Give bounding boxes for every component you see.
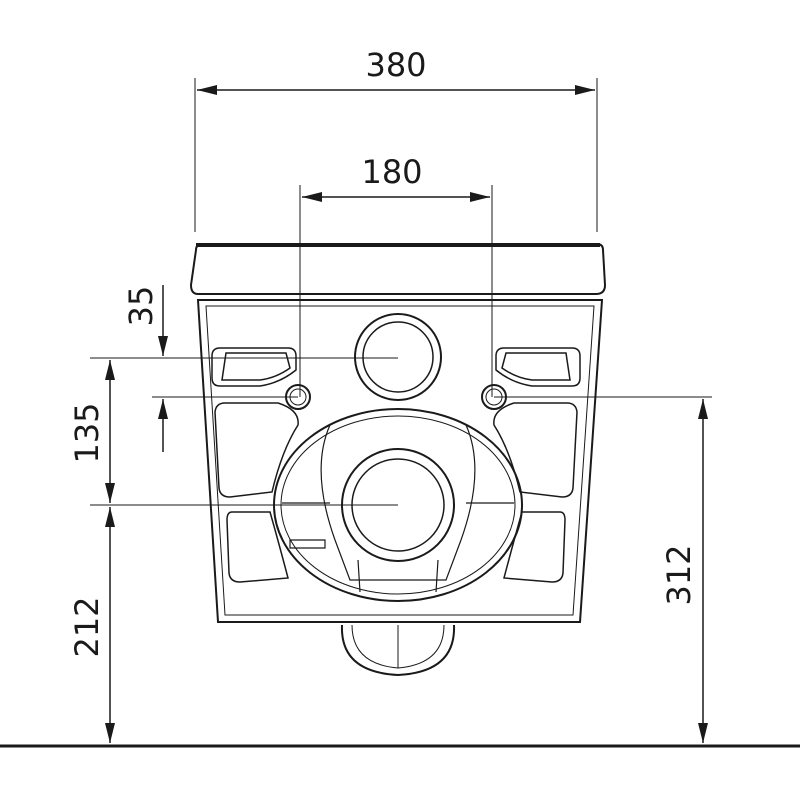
mounting-holes bbox=[285, 384, 507, 410]
bowl-body-outline bbox=[196, 299, 604, 623]
seat-lid bbox=[189, 243, 607, 295]
inner-structure bbox=[282, 424, 514, 593]
waste-outlet-outer bbox=[341, 448, 455, 562]
extension-lines bbox=[90, 78, 712, 506]
dim-212-label: 212 bbox=[68, 596, 106, 657]
water-inlet-inner bbox=[362, 321, 434, 393]
water-inlet-outer bbox=[354, 313, 442, 401]
dim-135-label: 135 bbox=[68, 402, 106, 463]
dimension-lines bbox=[105, 85, 708, 743]
dim-380-label: 380 bbox=[365, 46, 426, 84]
mounting-hole-left bbox=[285, 384, 311, 410]
waste-outlet-inner bbox=[351, 458, 445, 552]
bowl-body-inner-outline bbox=[205, 305, 595, 616]
dim-312-label: 312 bbox=[660, 544, 698, 605]
mounting-hole-right bbox=[481, 384, 507, 410]
dim-35-label: 35 bbox=[122, 286, 160, 327]
dim-180-label: 180 bbox=[361, 153, 422, 191]
rear-opening-outer bbox=[273, 408, 523, 602]
bowl-bottom bbox=[340, 624, 456, 677]
cavities bbox=[211, 347, 581, 583]
rear-opening-inner bbox=[280, 415, 516, 595]
